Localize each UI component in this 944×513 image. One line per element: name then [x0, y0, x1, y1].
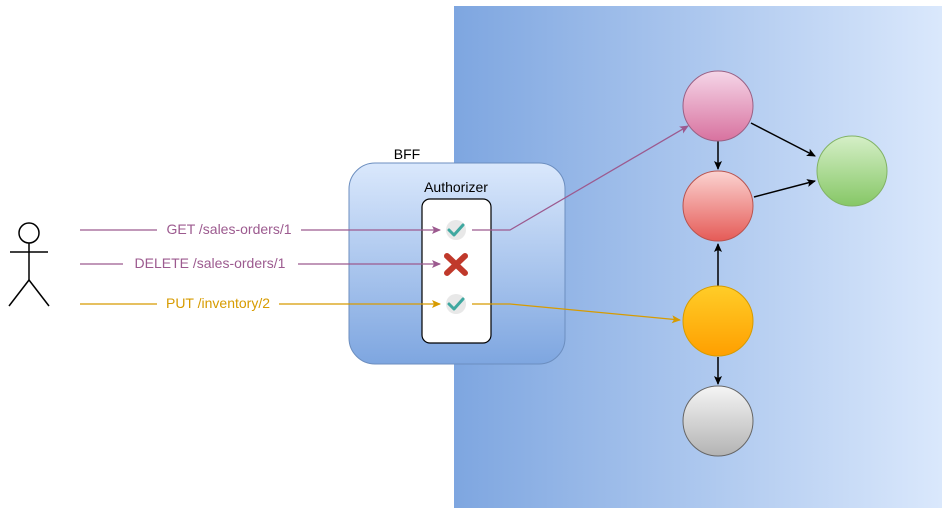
- service-node-red: [682, 170, 754, 242]
- forward-line-get: [472, 125, 689, 231]
- edge-pink-green: [750, 122, 816, 157]
- service-node-orange: [682, 285, 754, 357]
- service-node-pink: [682, 70, 754, 142]
- check-icon: [446, 220, 466, 240]
- authorizer-label: Authorizer: [424, 179, 488, 195]
- service-node-gray: [682, 385, 754, 457]
- check-icon: [446, 294, 466, 314]
- request-label-bg-put: [157, 295, 279, 312]
- request-label-put: PUT /inventory/2: [166, 295, 270, 311]
- request-label-bg-get: [157, 221, 301, 238]
- request-label-bg-delete: [123, 255, 298, 272]
- user-actor-icon: [8, 222, 50, 307]
- cross-icon: [444, 253, 468, 276]
- request-label-delete: DELETE /sales-orders/1: [135, 255, 286, 271]
- request-label-get: GET /sales-orders/1: [166, 221, 291, 237]
- edge-red-green: [753, 179, 816, 198]
- forward-line-put: [472, 303, 681, 324]
- service-node-green: [816, 135, 888, 207]
- bff-title: BFF: [394, 146, 420, 162]
